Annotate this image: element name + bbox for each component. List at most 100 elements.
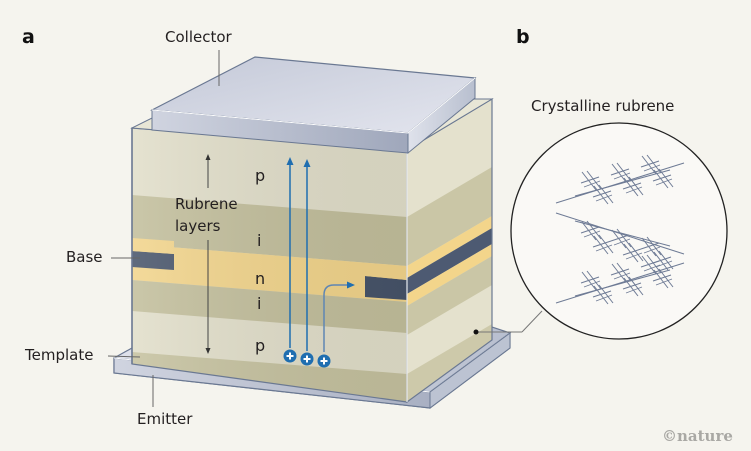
molecule-bond [580,276,600,284]
collector-slab [149,56,477,155]
template-leader [107,355,141,358]
molecule-bond [555,262,685,304]
molecule-bond [595,244,613,252]
molecule-bond [593,285,609,305]
molecule-bond [581,221,597,241]
molecule-bond [583,230,601,238]
emitter-label: Emitter [137,410,193,428]
crystalline-rubrene-title: Crystalline rubrene [531,97,674,115]
molecule-bond [610,268,630,276]
molecule-bond [598,284,614,304]
molecule-bond [598,184,614,204]
template-label: Template [24,346,93,364]
rubrene-label-line2: layers [175,217,221,235]
molecule-bond [583,180,601,188]
arrow-right-icon [347,281,355,289]
arrow-up-icon [303,159,311,167]
side-face [407,99,492,402]
arrow-down-icon [205,348,211,354]
molecule-bond [581,271,597,291]
arrow-up-icon [286,157,294,165]
molecule-bond [646,154,662,174]
molecule-bond [652,274,672,282]
molecule-bond [610,168,630,176]
molecule-bond [643,164,661,172]
layer-label-p-top: p [255,166,265,185]
molecule-bond [655,178,673,186]
molecule-bond [641,237,657,257]
molecule-bond [593,185,609,205]
molecule-bond [622,182,642,190]
molecule-bond [625,252,643,260]
front-face [132,128,407,402]
molecule-bond [598,234,614,254]
molecule-bond [593,235,609,255]
molecule-bond [646,236,662,256]
molecule-bond [616,262,632,282]
molecule-bond [640,160,660,168]
layer-label-i-bottom: i [257,294,261,313]
plus-charge-icon [300,352,314,366]
molecule-bond [653,251,669,271]
molecule-bond [580,226,600,234]
molecule-bond [611,229,627,249]
rubrene-lattice [555,154,685,305]
molecule-bond [641,255,657,275]
molecule-bond [640,260,660,268]
molecule-bond [616,228,632,248]
hole-current-arrows [286,157,355,352]
molecule-bond [613,272,631,280]
hole-charges [283,349,331,368]
rubrene-label-line1: Rubrene [175,195,238,213]
molecule-bond [616,162,632,182]
molecule-bond [653,169,669,189]
molecule-bond [658,268,674,288]
layer-label-n: n [255,269,265,288]
panel-a-label: a [22,26,35,48]
base-electrode-side [407,228,492,294]
base-label: Base [66,248,103,266]
molecule-bond [613,172,631,180]
molecule-bond [655,260,673,268]
molecule-bond [655,278,673,286]
molecule-bond [581,171,597,191]
molecule-bond [555,162,685,204]
molecule-bond [641,155,657,175]
molecule-bond [625,286,643,294]
molecule-bond [622,248,642,256]
arrow-up-icon [205,154,211,160]
molecule-bond [623,177,639,197]
molecule-bond [640,242,660,250]
molecule-bond [586,170,602,190]
panel-b-label: b [516,26,530,48]
molecule-bond [623,277,639,297]
molecule-bond [625,186,643,194]
molecule-bond [610,234,630,242]
molecule-bond [586,220,602,240]
molecule-bond [653,269,669,289]
molecule-bond [586,270,602,290]
molecule-bond [592,190,612,198]
molecule-bond [643,246,661,254]
layer-label-i-top: i [257,231,261,250]
molecule-bond [652,174,672,182]
collector-label: Collector [165,28,233,46]
nature-credit: ©nature [662,427,733,445]
zoom-point [473,329,479,335]
molecule-bond [592,240,612,248]
molecule-bond [580,176,600,184]
current-arrow-3 [323,284,348,352]
molecule-bond [595,194,613,202]
molecule-bond [628,242,644,262]
molecule-bond [574,169,671,197]
molecule-bond [643,264,661,272]
molecule-bond [595,294,613,302]
molecule-bond [628,276,644,296]
molecule-bond [622,282,642,290]
molecule-bond [611,263,627,283]
molecule-bond [611,163,627,183]
plus-charge-icon [317,354,331,368]
molecule-bond [646,254,662,274]
molecule-bond [628,176,644,196]
